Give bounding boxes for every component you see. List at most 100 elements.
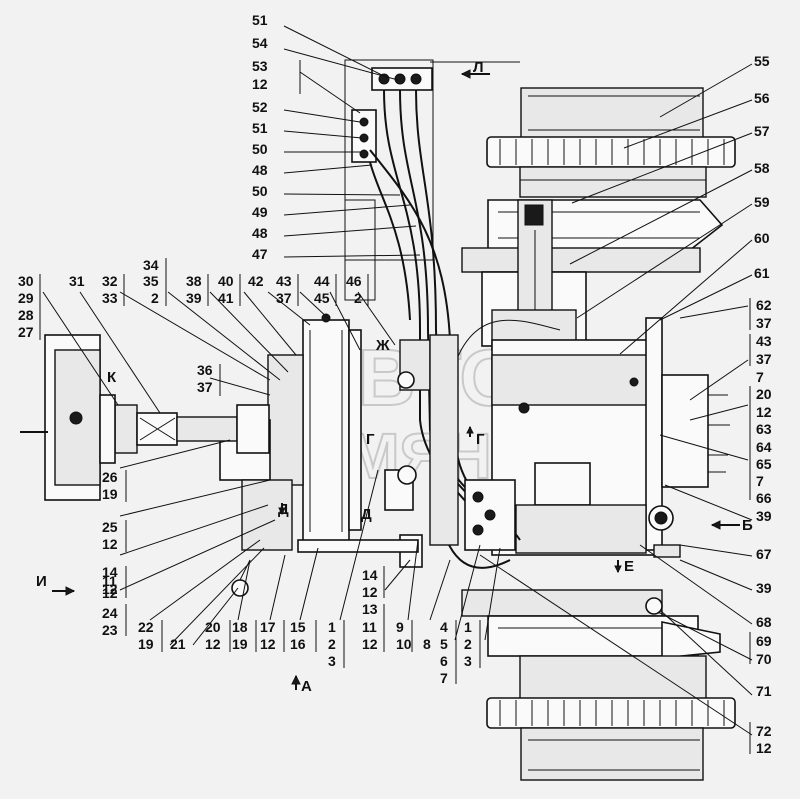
callout-21: 21 <box>170 636 186 652</box>
callout-48: 48 <box>252 225 268 241</box>
callout-12: 12 <box>102 585 118 601</box>
callout-42: 42 <box>248 273 264 289</box>
callout-53: 53 <box>252 58 268 74</box>
callout-11: 11 <box>362 619 377 635</box>
callout-14: 14 <box>102 564 118 580</box>
callout-37: 37 <box>756 315 772 331</box>
callout-39: 39 <box>756 508 772 524</box>
callout-2: 2 <box>328 636 336 652</box>
callout-26: 26 <box>102 469 118 485</box>
callout-18: 18 <box>232 619 248 635</box>
callout-41: 41 <box>218 290 234 306</box>
callout-9: 9 <box>396 619 404 635</box>
callout-68: 68 <box>756 614 772 630</box>
callout-67: 67 <box>756 546 772 562</box>
callout-12: 12 <box>756 740 772 756</box>
lower-final-drive <box>461 589 721 659</box>
callout-12: 12 <box>756 404 772 420</box>
callout-33: 33 <box>102 290 118 306</box>
callout-52: 52 <box>252 99 268 115</box>
engine-flywheel <box>20 334 116 501</box>
callout-5: 5 <box>440 636 448 652</box>
callout-30: 30 <box>18 273 34 289</box>
callout-48: 48 <box>252 162 268 178</box>
callout-12: 12 <box>362 584 378 600</box>
callout-4: 4 <box>440 619 448 635</box>
callout-10: 10 <box>396 636 412 652</box>
callout-37: 37 <box>197 379 213 395</box>
callout-15: 15 <box>290 619 306 635</box>
callout-17: 17 <box>260 619 276 635</box>
callout-brackets <box>39 60 751 754</box>
callout-1: 1 <box>464 619 472 635</box>
callout-12: 12 <box>252 76 268 92</box>
callout-29: 29 <box>18 290 34 306</box>
callout-7: 7 <box>756 473 764 489</box>
callout-37: 37 <box>756 351 772 367</box>
callout-49: 49 <box>252 204 268 220</box>
callout-14: 14 <box>362 567 378 583</box>
callout-12: 12 <box>205 636 221 652</box>
lower-wheel <box>486 655 736 781</box>
callout-16: 16 <box>290 636 306 652</box>
callout-8: 8 <box>423 636 431 652</box>
view-mark-ZH: Ж <box>375 337 390 354</box>
view-marks: Л К Ж Г Г Д Д Б Е И А <box>36 59 753 695</box>
callout-27: 27 <box>18 324 34 340</box>
callout-57: 57 <box>754 123 770 139</box>
callout-45: 45 <box>314 290 330 306</box>
callout-71: 71 <box>756 683 772 699</box>
callout-36: 36 <box>197 362 213 378</box>
callout-13: 13 <box>362 601 378 617</box>
callout-47: 47 <box>252 246 268 262</box>
callout-22: 22 <box>138 619 154 635</box>
view-mark-E: Е <box>624 558 634 575</box>
view-mark-B: Б <box>742 517 753 534</box>
callout-25: 25 <box>102 519 118 535</box>
callout-19: 19 <box>102 486 118 502</box>
callout-61: 61 <box>754 265 770 281</box>
callout-7: 7 <box>440 670 448 686</box>
callout-6: 6 <box>440 653 448 669</box>
upper-wheel <box>486 87 736 198</box>
view-mark-K: К <box>107 369 117 386</box>
view-mark-D-left: Д <box>278 501 289 518</box>
callout-43: 43 <box>756 333 772 349</box>
view-mark-D-right: Д <box>361 506 372 523</box>
callout-38: 38 <box>186 273 202 289</box>
callout-35: 35 <box>143 273 159 289</box>
callout-46: 46 <box>346 273 362 289</box>
callout-7: 7 <box>756 369 764 385</box>
callout-60: 60 <box>754 230 770 246</box>
callout-3: 3 <box>464 653 472 669</box>
callout-34: 34 <box>143 257 159 273</box>
view-mark-L: Л <box>473 59 484 76</box>
callout-65: 65 <box>756 456 772 472</box>
view-mark-G-left: Г <box>366 431 375 448</box>
callout-19: 19 <box>138 636 154 652</box>
callout-43: 43 <box>276 273 292 289</box>
callout-69: 69 <box>756 633 772 649</box>
callout-63: 63 <box>756 421 772 437</box>
callout-12: 12 <box>362 636 378 652</box>
callout-54: 54 <box>252 35 268 51</box>
callout-11: 11 <box>102 573 117 589</box>
callout-2: 2 <box>354 290 362 306</box>
callout-32: 32 <box>102 273 118 289</box>
callout-59: 59 <box>754 194 770 210</box>
callout-2: 2 <box>464 636 472 652</box>
callout-62: 62 <box>756 297 772 313</box>
callout-39: 39 <box>186 290 202 306</box>
callout-20: 20 <box>205 619 221 635</box>
view-mark-G-right: Г <box>476 431 485 448</box>
callout-12: 12 <box>102 581 118 597</box>
callout-1: 1 <box>328 619 336 635</box>
callout-labels: 51 54 53 12 52 51 50 48 50 49 48 47 55 5… <box>18 12 772 756</box>
view-mark-A: А <box>301 678 312 695</box>
callout-64: 64 <box>756 439 772 455</box>
callout-20: 20 <box>756 386 772 402</box>
callout-37: 37 <box>276 290 292 306</box>
callout-70: 70 <box>756 651 772 667</box>
callout-51: 51 <box>252 12 268 28</box>
